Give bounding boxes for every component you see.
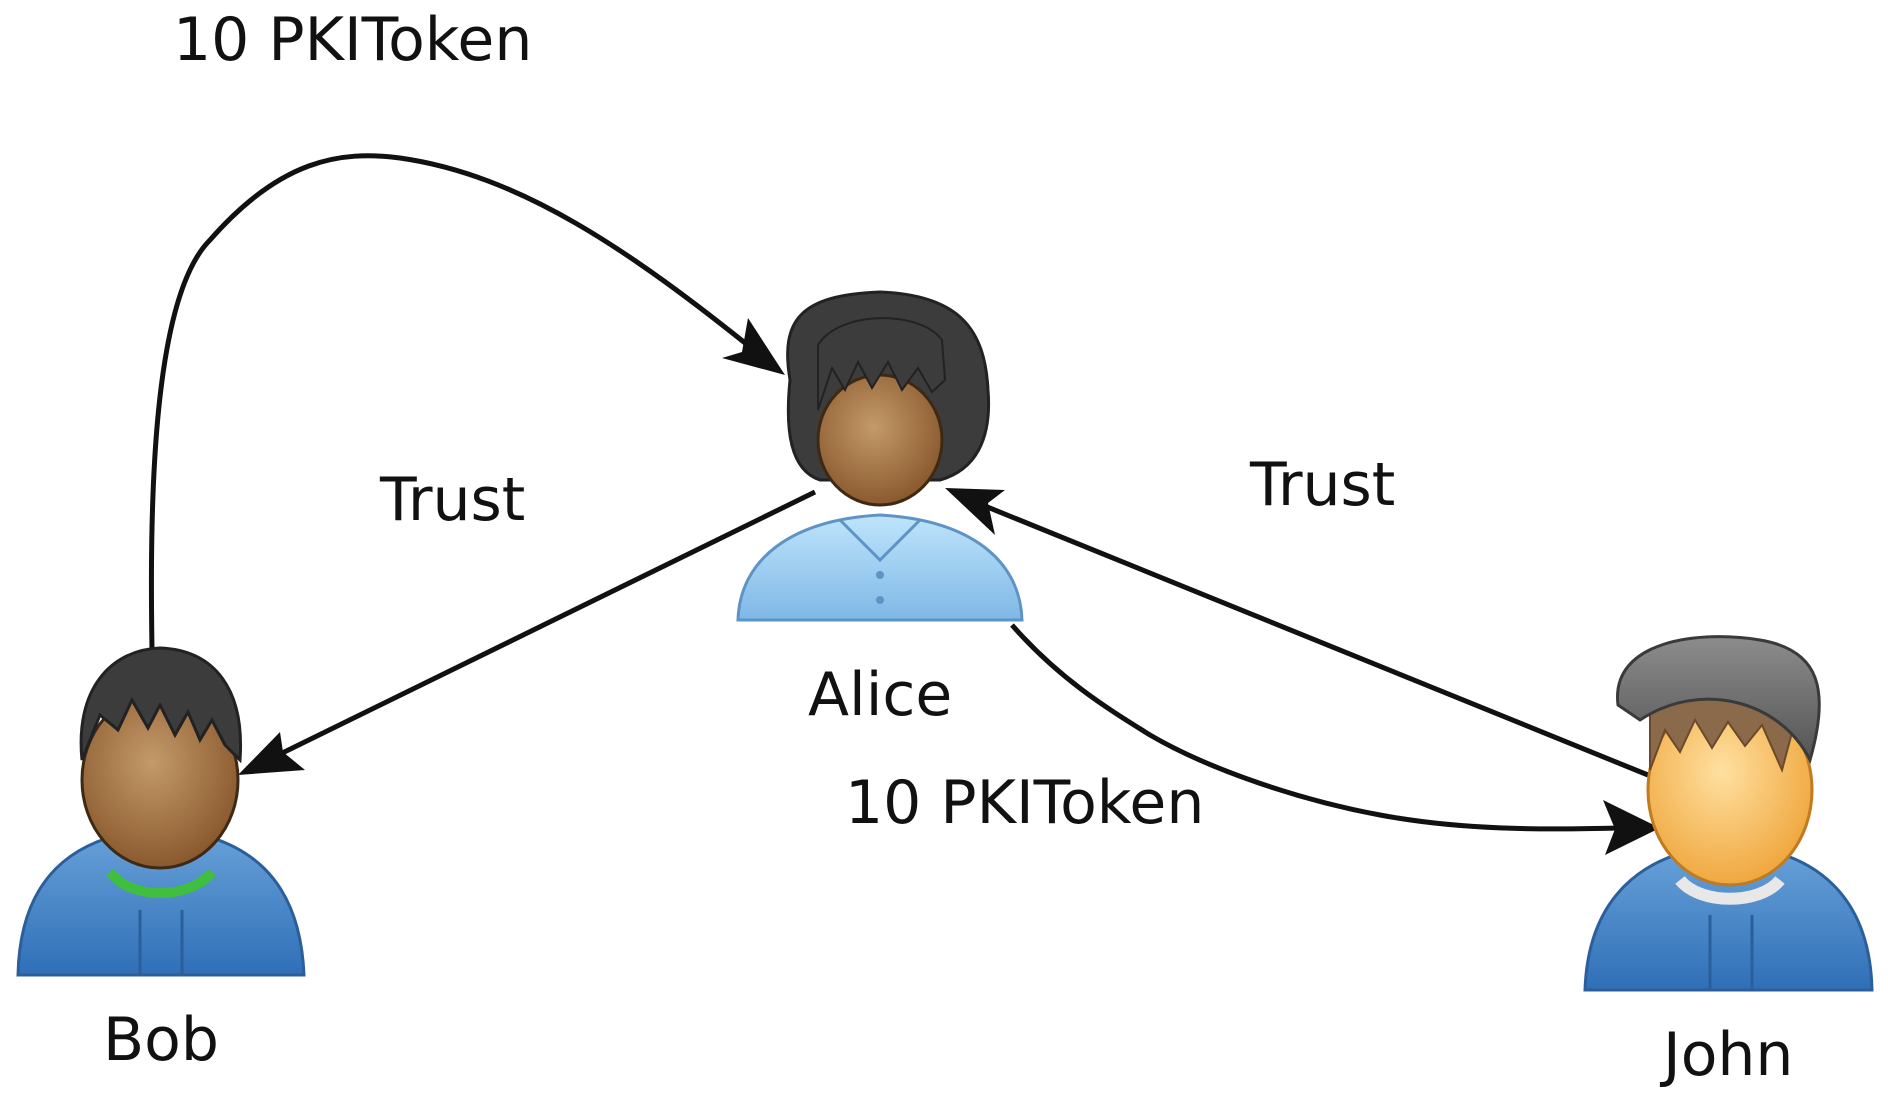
edge-alice-to-bob [238,489,817,775]
arrowhead-icon [945,488,1005,535]
alice-avatar-icon [736,290,1024,622]
edge-label-alice-to-john: 10 PKIToken [845,768,1205,838]
person-name-bob: Bob [103,1005,219,1075]
arrowhead-icon [1603,800,1660,855]
bob-avatar-icon [16,646,306,977]
john-avatar-icon [1583,635,1874,992]
edge-label-john-to-alice: Trust [1250,450,1396,520]
person-name-alice: Alice [808,660,953,730]
edge-bob-to-alice [148,153,785,651]
edge-label-alice-to-bob: Trust [380,465,526,535]
arrowhead-icon [238,732,305,775]
arrowhead-icon [722,318,785,375]
edge-label-bob-to-alice: 10 PKIToken [173,5,533,75]
edge-alice-to-john [1010,623,1660,855]
edge-john-to-alice [945,488,1649,778]
person-name-john: John [1663,1020,1794,1090]
